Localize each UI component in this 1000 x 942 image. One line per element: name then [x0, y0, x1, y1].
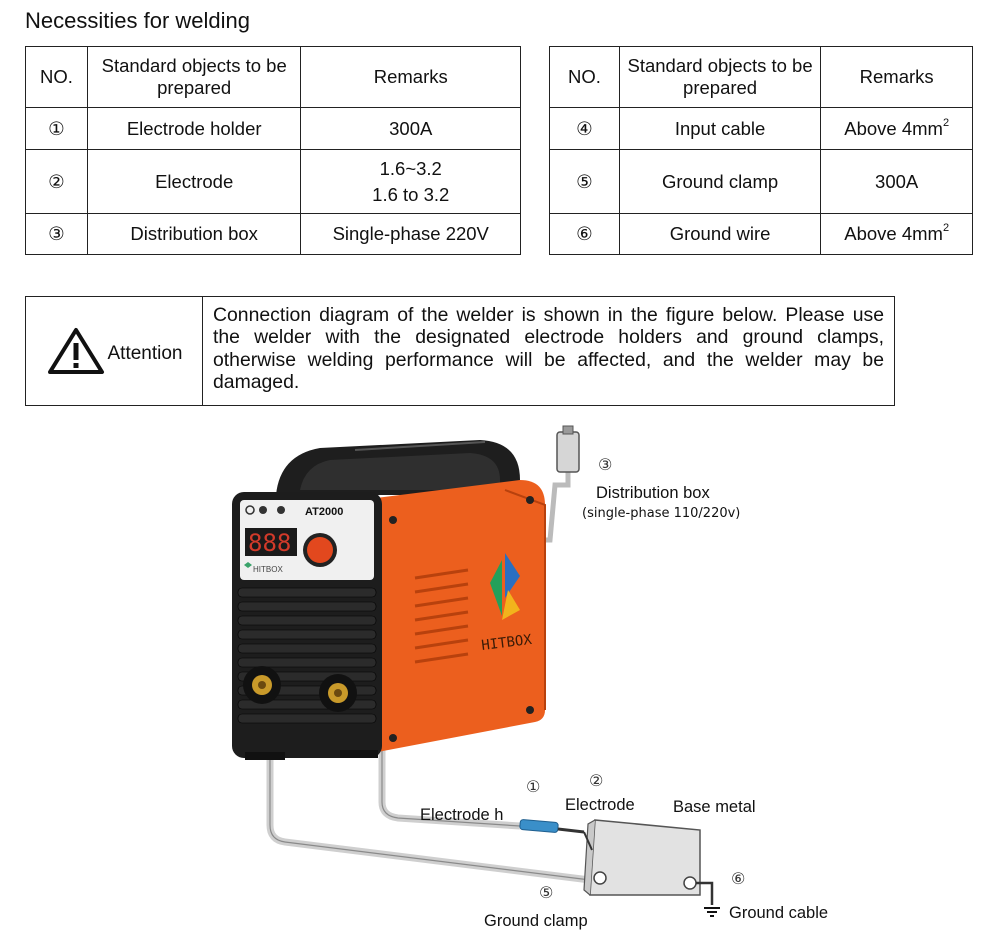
warning-triangle-icon	[47, 328, 104, 374]
ground-clamp-label: Ground clamp	[484, 912, 588, 930]
remark-superscript: 2	[942, 116, 950, 129]
electrode-rod	[557, 827, 585, 834]
table-row: ⑥ Ground wire Above 4mm2	[549, 213, 973, 255]
electrode-label: Electrode	[565, 796, 635, 814]
row-number: ②	[25, 149, 88, 214]
table-row: ③ Distribution box Single-phase 220V	[25, 213, 521, 255]
hitbox-logo-icon	[490, 553, 520, 620]
table-row: ④ Input cable Above 4mm2	[549, 107, 973, 150]
row-remark: 300A	[820, 149, 973, 214]
row-remark: Above 4mm2	[820, 213, 973, 255]
row-object: Ground wire	[618, 213, 822, 255]
digital-display	[245, 528, 297, 556]
remark-superscript: 2	[942, 222, 950, 235]
table-header-row: NO. Standard objects to be prepared Rema…	[25, 46, 521, 108]
requirements-table-right: NO. Standard objects to be prepared Rema…	[549, 46, 973, 255]
row-remark: 300A	[300, 107, 521, 150]
row-number: ④	[549, 107, 620, 150]
output-terminal-negative	[243, 666, 281, 704]
row-object: Electrode holder	[86, 107, 302, 150]
marker-2: ②	[589, 771, 603, 790]
side-vent-grille	[414, 568, 469, 664]
row-object: Ground clamp	[618, 149, 822, 214]
welder-side-panel	[376, 480, 545, 752]
marker-6: ⑥	[731, 869, 745, 888]
table-row: ⑤ Ground clamp 300A	[549, 149, 973, 214]
distribution-box-note: (single-phase 110/220v)	[582, 506, 740, 521]
model-label: AT2000	[305, 506, 343, 518]
row-number: ③	[25, 213, 88, 255]
row-number: ⑤	[549, 149, 620, 214]
base-metal-label: Base metal	[673, 798, 756, 816]
distribution-box-label: Distribution box	[596, 484, 710, 502]
row-object: Electrode	[86, 149, 302, 214]
ground-wire-line	[696, 881, 714, 905]
row-object: Input cable	[618, 107, 822, 150]
connection-diagram: AT2000 888 HITBOX	[232, 425, 828, 930]
attention-label-cell: Attention	[26, 297, 203, 405]
electrode-holder	[519, 819, 593, 851]
base-metal-plate	[583, 819, 701, 896]
table-row: ① Electrode holder 300A	[25, 107, 521, 150]
header-remarks: Remarks	[820, 46, 973, 108]
welder-machine: AT2000 888 HITBOX	[232, 440, 546, 760]
current-knob	[307, 537, 333, 563]
row-remark: Single-phase 220V	[300, 213, 521, 255]
output-terminal-positive	[319, 674, 357, 712]
requirements-table-left: NO. Standard objects to be prepared Rema…	[25, 46, 521, 255]
remark-line: 1.6 to 3.2	[372, 183, 450, 205]
marker-5: ⑤	[539, 883, 553, 902]
remark-text: Above 4mm	[844, 223, 943, 245]
table-header-row: NO. Standard objects to be prepared Rema…	[549, 46, 973, 108]
row-number: ⑥	[549, 213, 620, 255]
attention-label: Attention	[107, 343, 183, 364]
marker-1: ①	[526, 777, 540, 796]
ground-cable-outline	[269, 750, 591, 881]
header-objects: Standard objects to be prepared	[86, 46, 302, 108]
electrode-holder-label: Electrode h	[420, 806, 503, 824]
side-brand-label: HITBOX	[481, 632, 534, 654]
row-object: Distribution box	[86, 213, 302, 255]
ground-cable-label: Ground cable	[729, 904, 828, 922]
remark-text: Above 4mm	[844, 117, 943, 139]
row-remark: Above 4mm2	[820, 107, 973, 150]
row-remark: 1.6~3.2 1.6 to 3.2	[300, 149, 521, 214]
table-row: ② Electrode 1.6~3.2 1.6 to 3.2	[25, 149, 521, 214]
header-remarks: Remarks	[300, 46, 521, 108]
remark-line: 1.6~3.2	[379, 157, 442, 179]
page-title: Necessities for welding	[25, 8, 250, 33]
front-brand-label: HITBOX	[253, 565, 283, 574]
attention-box: Attention Connection diagram of the weld…	[25, 296, 895, 406]
ground-symbol-icon	[704, 907, 720, 917]
marker-3: ③	[598, 455, 612, 474]
display-digits: 888	[248, 529, 291, 557]
electrode-cable-outline	[381, 750, 521, 827]
distribution-box-icon	[556, 425, 580, 473]
header-no: NO.	[25, 46, 88, 108]
attention-text: Connection diagram of the welder is show…	[213, 304, 884, 393]
row-number: ①	[25, 107, 88, 150]
header-no: NO.	[549, 46, 620, 108]
header-objects: Standard objects to be prepared	[618, 46, 822, 108]
